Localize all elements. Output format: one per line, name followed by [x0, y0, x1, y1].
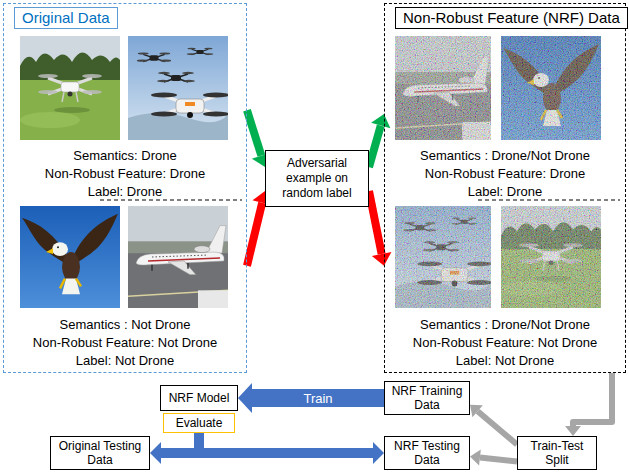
panel-text: Semantics : Drone/Not Drone [385, 317, 625, 333]
evaluate-box: Evaluate [163, 413, 235, 433]
model-box: NRF Model [160, 385, 238, 411]
noisy-photo [395, 36, 491, 140]
flow-arrow [161, 433, 199, 453]
panel-text: Label: Drone [4, 184, 246, 200]
flow-arrow [369, 191, 382, 254]
box-label: NRF Training Data [388, 384, 466, 412]
panel-text: Label: Not Drone [4, 353, 246, 369]
panel-text: Semantics: Drone [4, 148, 246, 164]
process-box: Train-Test Split [517, 436, 597, 470]
data-box: NRF Training Data [384, 381, 470, 415]
box-label: Adversarial example on random label [270, 156, 364, 201]
box-label: Evaluate [167, 416, 231, 430]
noisy-photo [501, 36, 601, 140]
flow-arrow [480, 457, 517, 461]
panel-text: Non-Robust Feature: Drone [4, 166, 246, 182]
panel-text: Non-Robust Feature: Drone [385, 166, 625, 182]
drone-grass-photo [20, 36, 120, 140]
data-panel: Non-Robust Feature (NRF) DataSemantics :… [384, 3, 626, 373]
flow-arrow [247, 110, 261, 155]
separator-line [100, 200, 242, 201]
edge-label-holder: Train [300, 389, 335, 407]
noisy-photo [395, 206, 492, 308]
edge-label: Train [300, 391, 335, 406]
panel-text: Label: Not Drone [385, 353, 625, 369]
box-label: Original Testing Data [54, 439, 146, 467]
panel-text: Semantics : Drone/Not Drone [385, 148, 625, 164]
flow-arrow [478, 411, 517, 444]
flow-arrow [247, 203, 262, 266]
panel-heading: Non-Robust Feature (NRF) Data [395, 7, 628, 29]
panel-heading: Original Data [14, 7, 118, 29]
noise-overlay [501, 206, 601, 308]
flow-arrow [369, 126, 381, 168]
noisy-photo [501, 206, 601, 308]
separator-line [478, 200, 620, 201]
flow-arrow [252, 389, 384, 407]
panel-text: Label: Drone [385, 184, 625, 200]
panel-text: Non-Robust Feature: Not Drone [385, 335, 625, 351]
eagle-photo [20, 206, 120, 308]
flow-arrow [199, 433, 373, 453]
data-panel: Original DataSemantics: DroneNon-Robust … [3, 3, 247, 373]
data-box: NRF Testing Data [384, 436, 470, 470]
panel-text: Semantics : Not Drone [4, 317, 246, 333]
noise-overlay [395, 206, 491, 308]
drones-sky-photo [128, 36, 229, 140]
panel-text: Non-Robust Feature: Not Drone [4, 335, 246, 351]
box-label: Train-Test Split [521, 439, 593, 467]
flow-arrow [573, 373, 612, 426]
data-box: Original Testing Data [50, 436, 150, 470]
airplane-photo [128, 206, 228, 308]
noise-overlay [395, 36, 491, 140]
box-label: NRF Testing Data [388, 439, 466, 467]
process-box: Adversarial example on random label [265, 150, 369, 207]
noise-overlay [501, 36, 601, 140]
box-label: NRF Model [164, 391, 234, 405]
